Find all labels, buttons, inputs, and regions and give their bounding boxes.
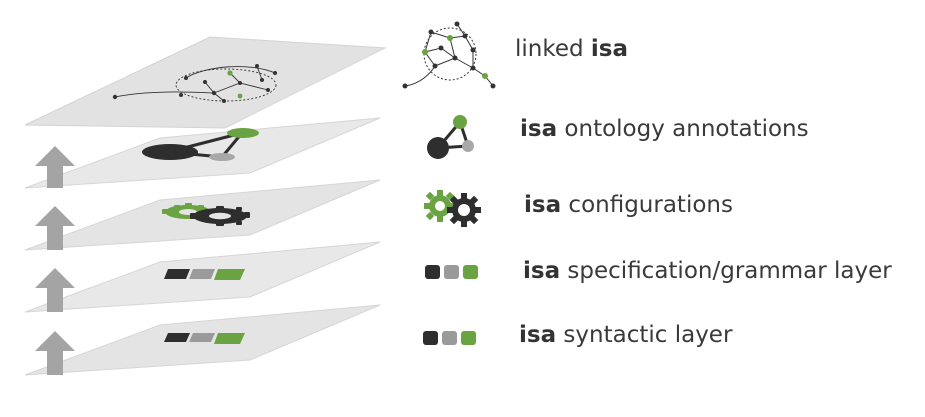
legend-label-linked: linked isa bbox=[515, 36, 629, 62]
up-arrow-icon bbox=[35, 146, 75, 188]
layer-stack-diagram bbox=[24, 36, 387, 376]
network-icon bbox=[402, 21, 496, 89]
blocks-icon bbox=[425, 265, 478, 279]
blocks-icon bbox=[423, 331, 476, 345]
up-arrow-icon bbox=[35, 206, 75, 250]
gears-icon bbox=[162, 203, 250, 226]
up-arrow-icon bbox=[35, 331, 75, 375]
blocks-icon bbox=[164, 269, 245, 280]
ontology-triangle-icon bbox=[427, 115, 474, 159]
legend-label-ontology: isa ontology annotations bbox=[520, 116, 809, 142]
gears-icon bbox=[424, 190, 481, 227]
ontology-triangle-icon bbox=[142, 128, 259, 161]
blocks-icon bbox=[164, 333, 245, 344]
legend-label-specification: isa specification/grammar layer bbox=[523, 258, 892, 284]
up-arrow-icon bbox=[35, 268, 75, 312]
legend-label-configurations: isa configurations bbox=[524, 192, 733, 218]
legend-label-syntactic: isa syntactic layer bbox=[519, 322, 733, 348]
network-icon bbox=[114, 65, 277, 102]
layer-ontology bbox=[24, 117, 381, 189]
